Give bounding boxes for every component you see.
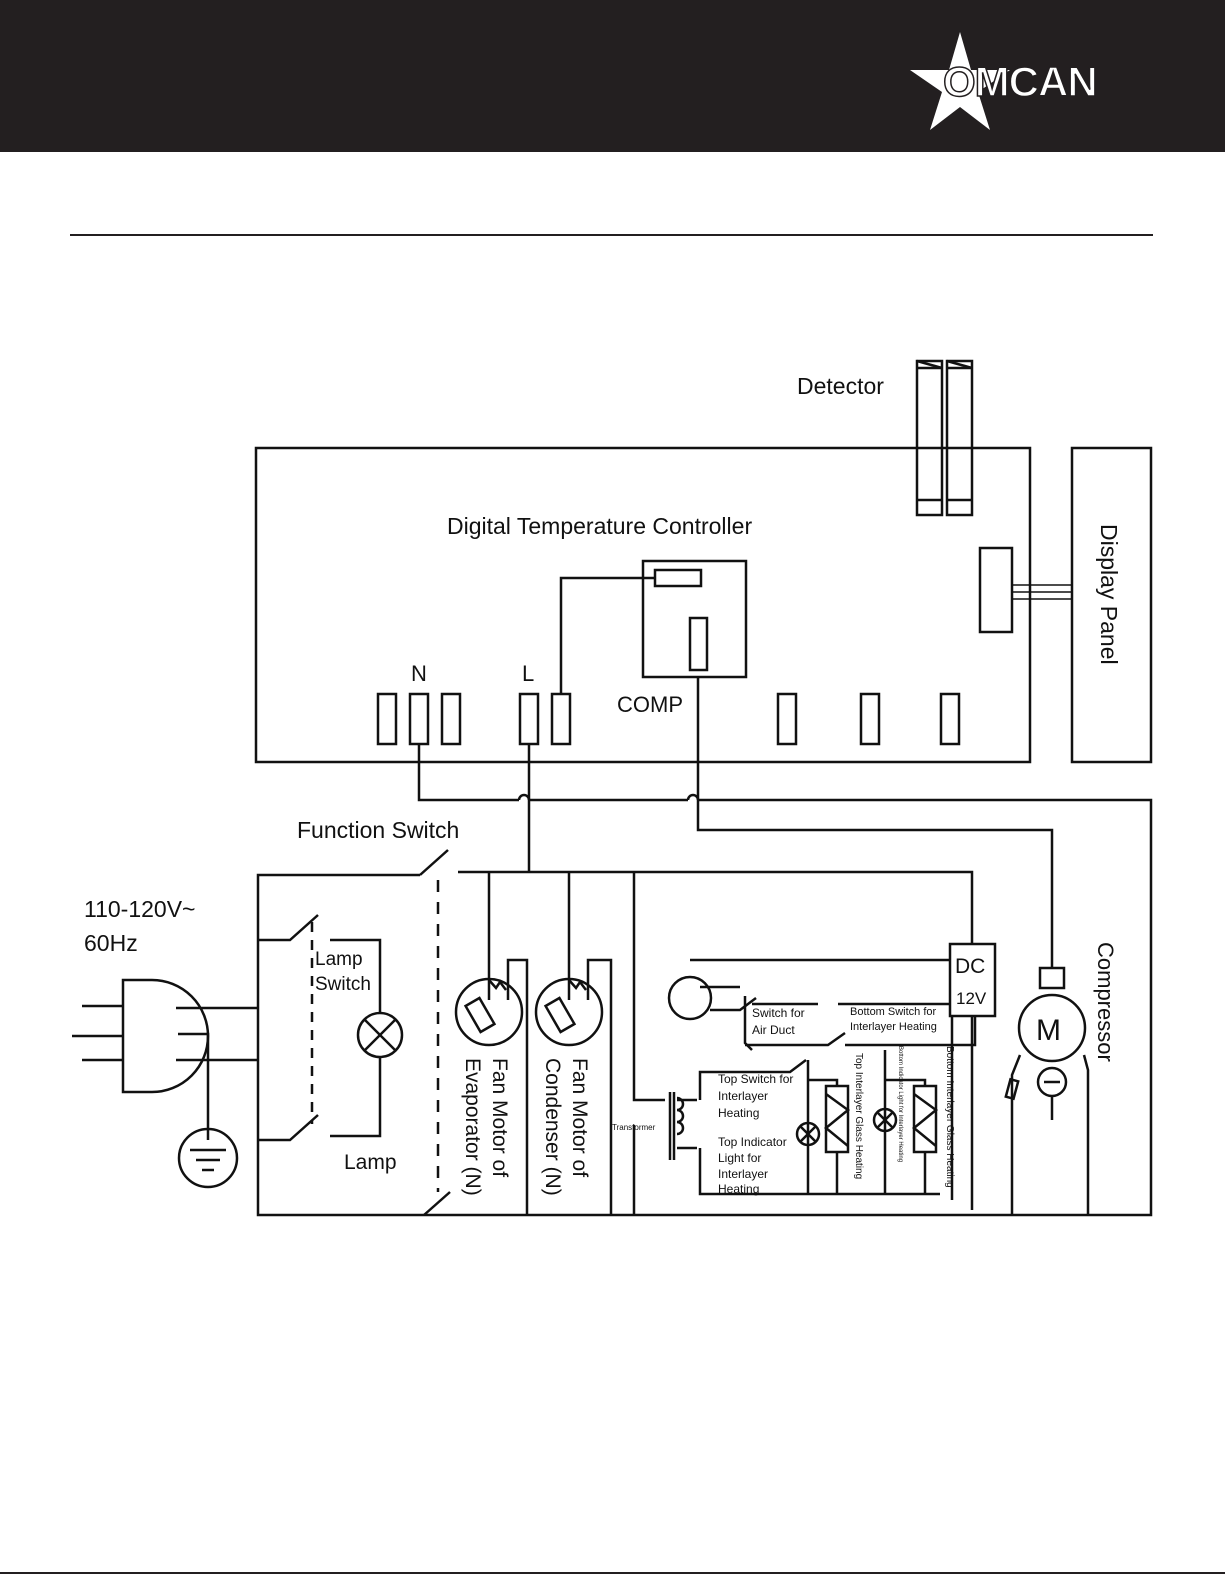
evaporator-fan-motor [454,977,524,1047]
dc-volt-label: 12V [956,989,987,1008]
detector-label: Detector [797,373,884,399]
top-switch-label-3: Heating [718,1106,759,1120]
detector-sensor [915,359,974,517]
top-indicator-label-3: Interlayer [718,1167,768,1181]
switch-air-label-1: Switch for [752,1006,805,1020]
air-duct-motor [667,975,713,1021]
display-panel-box [1070,446,1153,764]
top-indicator-label-4: Heating [718,1182,759,1196]
compressor-motor [1017,993,1087,1063]
display-connector [978,546,1014,634]
transformer-label: Transformer [612,1123,656,1132]
omcan-logo: OMCAN [910,32,1098,130]
l-terminal-label: L [522,661,534,686]
lamp-bulb [356,1011,404,1059]
compressor-label: Compressor [1093,942,1118,1062]
function-switch-label: Function Switch [297,817,459,843]
fan-condenser-label-1: Fan Motor of [568,1058,591,1177]
overload-protector [1038,966,1066,990]
bottom-glass-label: Bottom Interlayer Glass Heating [944,1046,955,1188]
bottom-indicator-label: Bottom Indicator Light for Interlayer He… [897,1046,903,1162]
fan-evaporator-label-2: Evaporator (N) [461,1058,484,1196]
controller-label: Digital Temperature Controller [447,513,752,539]
top-glass-label: Top Interlayer Glass Heating [853,1053,864,1179]
voltage-label: 110-120V~ [84,896,195,922]
bottom-switch-label-2: Interlayer Heating [850,1021,937,1033]
top-indicator-label-1: Top Indicator [718,1135,787,1149]
logo-star-icon [910,32,1010,130]
neutral-wire [417,744,519,802]
dc-label: DC [955,955,985,978]
controller-relay [641,559,748,679]
comp-terminal-label: COMP [617,692,683,717]
frequency-label: 60Hz [84,930,138,956]
display-panel-label: Display Panel [1096,524,1122,665]
motor-label: M [1036,1014,1061,1047]
terminal-block [376,692,961,746]
n-terminal-label: N [411,661,427,686]
header-bar: OMCAN [0,0,1225,152]
switch-air-label-2: Air Duct [752,1023,795,1037]
lamp-label: Lamp [344,1151,397,1174]
footer-rule [0,1572,1225,1574]
function-switch [419,849,449,876]
controller-box [254,446,1032,764]
bottom-indicator-light [872,1107,898,1133]
lamp-switch-label-2: Switch [315,974,371,995]
fan-evaporator-label-1: Fan Motor of [488,1058,511,1177]
transformer [632,872,665,1102]
fan-condenser-label-2: Condenser (N) [541,1058,564,1196]
comp-wire [696,677,1054,968]
bottom-switch-label-1: Bottom Switch for [850,1006,937,1018]
title-rule [70,234,1153,236]
power-plug [72,978,258,1189]
top-indicator-label-2: Light for [718,1151,761,1165]
lamp-switch-label-1: Lamp [315,949,363,970]
condenser-fan-motor [534,977,604,1047]
logo-text: OMCAN [943,58,1097,105]
top-switch-label-2: Interlayer [718,1089,768,1103]
top-indicator-light [795,1121,821,1147]
top-switch-label-1: Top Switch for [718,1072,793,1086]
